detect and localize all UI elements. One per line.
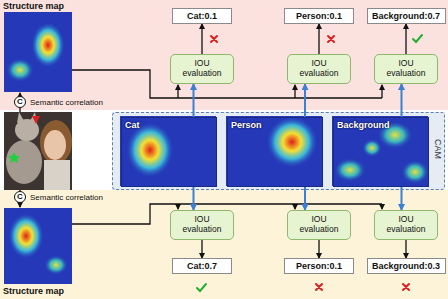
correlation-node: C Semantic correlation [14,191,103,203]
box-label: IOU evaluation [179,215,225,235]
structure-map-top [4,12,72,92]
operator-circle: C [14,191,26,203]
cam-link-arrow [193,187,195,210]
cam-cat-heatmap [120,116,216,186]
correlation-node: C Semantic correlation [14,96,103,108]
cam-panel: Background [333,117,429,187]
iou-box: IOU evaluation [374,210,438,240]
result-box: Person:0.1 [284,258,354,274]
panel-label: Cat [125,120,140,130]
box-label: IOU evaluation [179,59,225,79]
score-label: Cat:0.1 [187,11,217,21]
box-label: IOU evaluation [296,215,342,235]
bottom-band-fill [0,190,448,299]
result-box: Background:0.3 [367,258,446,274]
check-mark [197,284,206,291]
score-arrow [201,24,202,54]
iou-box: IOU evaluation [287,54,351,84]
panel-label: Background [337,120,390,130]
structure-map-bottom [4,208,72,284]
score-arrow [201,240,202,258]
cam-link-arrow [304,187,306,210]
score-arrow [405,24,406,54]
cam-panel: Person [227,117,323,187]
iou-box: IOU evaluation [287,210,351,240]
region-label: CAM [433,139,443,159]
input-photo [4,112,72,190]
bottom-band: Structure map C Semantic correlationIOU ev… [0,190,448,299]
cam-link-arrow [401,187,403,210]
cam-person-heatmap [226,116,322,186]
iou-box: IOU evaluation [170,210,234,240]
cam-background-heatmap [332,116,429,186]
corr-text: Semantic correlation [30,98,103,107]
corr-text: Semantic correlation [30,193,103,202]
cross-mark [328,36,334,42]
cam-panel: Cat [121,117,217,187]
score-arrow [405,240,406,258]
top-band: Structure mapCat:0.1 Person:0.1 Background… [0,0,448,110]
band-title: Structure map [3,1,64,11]
box-label: IOU evaluation [383,215,429,235]
cross-mark [316,284,322,290]
point-arrow [32,116,40,124]
result-box: Cat:0.7 [172,258,232,274]
result-box: Person:0.1 [284,8,354,24]
point-star [8,152,20,163]
score-label: Background:0.3 [372,261,440,271]
box-label: IOU evaluation [383,59,429,79]
iou-box: IOU evaluation [170,54,234,84]
cross-mark [403,284,409,290]
structure-feed-lines [20,70,382,224]
band-title: Structure map [3,286,64,296]
operator-circle: C [14,96,26,108]
score-label: Cat:0.7 [187,261,217,271]
score-label: Background:0.7 [372,11,440,21]
score-label: Person:0.1 [296,261,342,271]
result-box: Cat:0.1 [172,8,232,24]
cross-mark [211,36,217,42]
score-label: Person:0.1 [296,11,342,21]
score-arrow [318,240,319,258]
score-arrow [318,24,319,54]
result-box: Background:0.7 [367,8,446,24]
iou-box: IOU evaluation [374,54,438,84]
check-mark [413,35,422,42]
cam-region: CAM Cat Person Background [112,112,445,190]
panel-label: Person [231,120,262,130]
box-label: IOU evaluation [296,59,342,79]
cam-region-fill [112,112,445,190]
top-band-fill [0,0,448,110]
